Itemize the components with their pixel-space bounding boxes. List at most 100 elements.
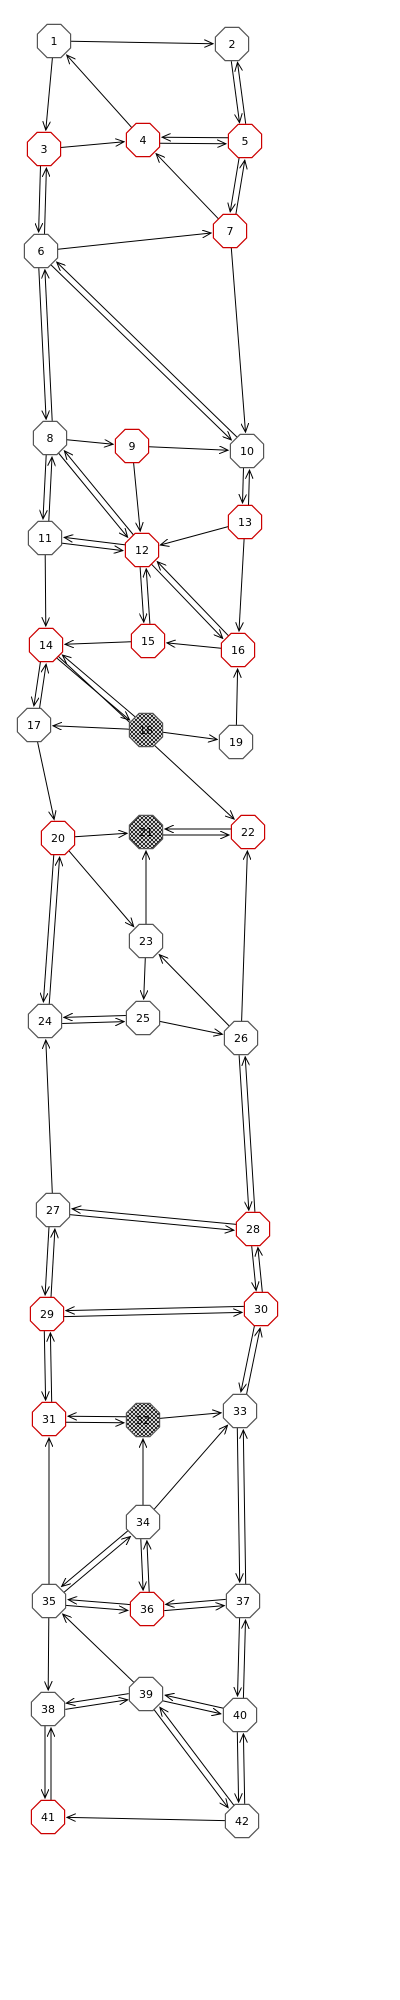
node-22[interactable]: 22 (230, 814, 266, 850)
node-21[interactable]: 21 (128, 814, 164, 850)
edge-37-to-36 (166, 1598, 226, 1604)
edge-27-to-29 (45, 1226, 49, 1295)
node-1[interactable]: 1 (36, 23, 72, 59)
node-18-octagon (128, 712, 164, 748)
edge-20-to-24 (43, 854, 55, 1002)
edge-30-to-28 (258, 1248, 263, 1292)
edge-28-to-27 (72, 1209, 237, 1225)
node-29-octagon (29, 1296, 65, 1332)
node-4[interactable]: 4 (125, 122, 161, 158)
node-11[interactable]: 11 (27, 520, 63, 556)
node-23[interactable]: 23 (128, 923, 164, 959)
node-12[interactable]: 12 (124, 532, 160, 568)
node-23-label: 23 (139, 935, 153, 948)
node-10[interactable]: 10 (229, 433, 265, 469)
node-20[interactable]: 20 (40, 820, 76, 856)
node-26-label: 26 (234, 1032, 248, 1045)
edge-12-to-11 (64, 537, 126, 546)
node-3-label: 3 (41, 143, 48, 156)
edge-26-to-22 (241, 851, 248, 1022)
edge-16-to-15 (167, 643, 222, 649)
node-7[interactable]: 7 (212, 213, 248, 249)
node-22-octagon (230, 814, 266, 850)
node-36[interactable]: 36 (129, 1591, 165, 1627)
node-10-label: 10 (240, 445, 254, 458)
node-15-label: 15 (141, 635, 155, 648)
edge-39-to-38 (66, 1693, 129, 1704)
node-25[interactable]: 25 (125, 1000, 161, 1036)
node-14[interactable]: 14 (28, 627, 64, 663)
node-9[interactable]: 9 (114, 428, 150, 464)
edge-16-to-12 (157, 562, 229, 637)
node-3[interactable]: 3 (26, 131, 62, 167)
node-6-octagon (23, 233, 59, 269)
edge-42-to-41 (67, 1817, 226, 1820)
edge-6-to-8 (38, 268, 46, 419)
edge-7-to-4 (156, 154, 219, 220)
node-20-label: 20 (51, 832, 65, 845)
node-35[interactable]: 35 (31, 1583, 67, 1619)
node-24[interactable]: 24 (27, 1003, 63, 1039)
node-6[interactable]: 6 (23, 233, 59, 269)
edge-42-to-39 (160, 1707, 235, 1806)
node-42-octagon (224, 1803, 260, 1839)
edge-13-to-12 (160, 526, 229, 546)
node-18[interactable]: 18 (128, 712, 164, 748)
node-25-octagon (125, 1000, 161, 1036)
node-17-octagon (16, 707, 52, 743)
node-19[interactable]: 19 (218, 724, 254, 760)
edge-23-to-25 (144, 957, 146, 999)
node-42[interactable]: 42 (224, 1803, 260, 1839)
node-15[interactable]: 15 (130, 623, 166, 659)
node-40-octagon (222, 1697, 258, 1733)
node-2-label: 2 (229, 38, 236, 51)
node-11-label: 11 (38, 532, 52, 545)
node-5[interactable]: 5 (227, 123, 263, 159)
edge-32-to-31 (68, 1416, 127, 1417)
edge-12-to-16 (151, 563, 223, 638)
node-29[interactable]: 29 (29, 1296, 65, 1332)
edge-19-to-16 (236, 669, 237, 726)
node-2[interactable]: 2 (214, 26, 250, 62)
node-17[interactable]: 17 (16, 707, 52, 743)
node-30[interactable]: 30 (243, 1291, 279, 1327)
node-33[interactable]: 33 (222, 1393, 258, 1429)
node-9-label: 9 (129, 440, 136, 453)
node-25-label: 25 (136, 1012, 150, 1025)
node-10-octagon (229, 433, 265, 469)
edge-34-to-35 (62, 1530, 129, 1587)
node-38[interactable]: 38 (30, 1691, 66, 1727)
node-41[interactable]: 41 (30, 1799, 66, 1835)
node-37[interactable]: 37 (225, 1583, 261, 1619)
node-40[interactable]: 40 (222, 1697, 258, 1733)
edge-15-to-14 (65, 642, 132, 645)
node-31-label: 31 (42, 1413, 56, 1426)
node-16[interactable]: 16 (220, 632, 256, 668)
edge-5-to-2 (238, 62, 247, 124)
node-27[interactable]: 27 (35, 1192, 71, 1228)
node-32-label: 32 (136, 1414, 150, 1427)
node-18-label: 18 (139, 724, 153, 737)
node-13[interactable]: 13 (227, 504, 263, 540)
node-1-octagon (36, 23, 72, 59)
edge-6-to-7 (57, 233, 211, 250)
node-27-octagon (35, 1192, 71, 1228)
edge-33-to-30 (245, 1328, 260, 1396)
node-33-octagon (222, 1393, 258, 1429)
edge-26-to-28 (238, 1055, 249, 1210)
edge-17-to-14 (39, 664, 47, 709)
edge-18-to-14 (62, 655, 136, 718)
node-28[interactable]: 28 (235, 1211, 271, 1247)
node-26[interactable]: 26 (223, 1020, 259, 1056)
node-39[interactable]: 39 (128, 1676, 164, 1712)
node-31[interactable]: 31 (31, 1401, 67, 1437)
node-20-octagon (40, 820, 76, 856)
edge-36-to-37 (164, 1606, 224, 1612)
node-5-label: 5 (242, 135, 249, 148)
node-32[interactable]: 32 (125, 1402, 161, 1438)
node-8[interactable]: 8 (32, 420, 68, 456)
node-34[interactable]: 34 (125, 1504, 161, 1540)
node-24-octagon (27, 1003, 63, 1039)
edge-18-to-19 (162, 731, 217, 739)
edge-29-to-27 (51, 1229, 55, 1298)
